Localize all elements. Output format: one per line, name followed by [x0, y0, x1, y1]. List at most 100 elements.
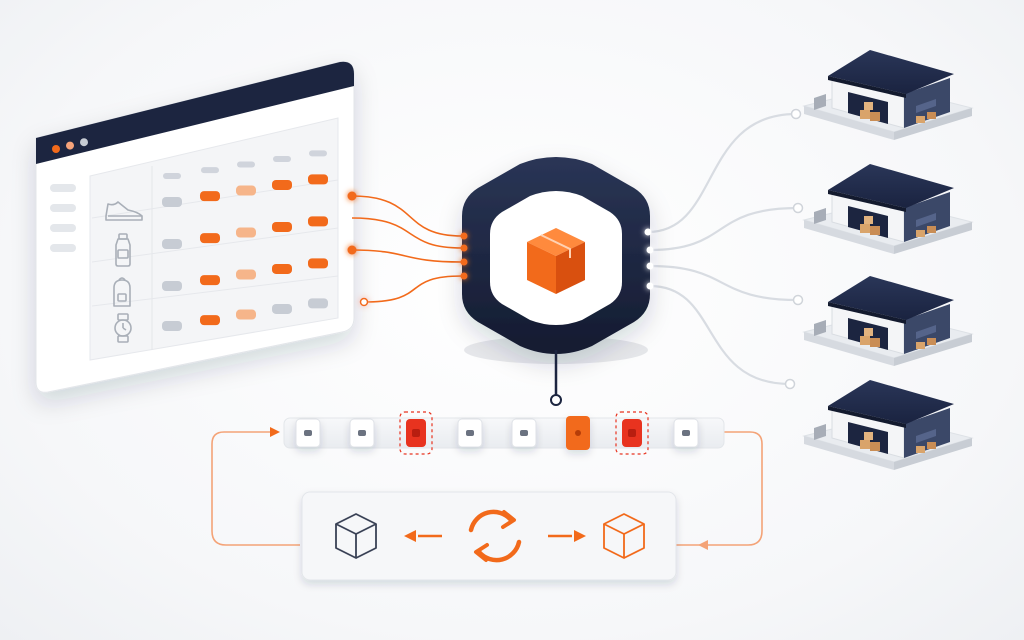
window-controls [52, 138, 88, 153]
loop-arrow-icon [270, 427, 280, 437]
package-box-icon [527, 228, 585, 294]
warehouse-roof [828, 380, 954, 424]
catalog-cell [272, 263, 292, 274]
cargo-box [927, 112, 936, 119]
catalog-cell [236, 185, 256, 196]
cargo-box [860, 336, 870, 345]
warehouse-ports [784, 108, 804, 390]
queue-block-mark [682, 430, 690, 436]
cargo-box [916, 116, 925, 123]
catalog-cell [308, 174, 328, 185]
cargo-box [870, 112, 880, 121]
queue-block-mark [304, 430, 312, 436]
queue-block-mark [575, 430, 581, 436]
sidebar-line [50, 184, 76, 192]
catalog-cell [162, 239, 182, 249]
dock-block [814, 320, 826, 336]
port-dot [644, 228, 652, 236]
cargo-box [870, 226, 880, 235]
warehouse-connectors [647, 112, 799, 386]
cargo-box [927, 226, 936, 233]
cargo-box [864, 216, 873, 224]
catalog-cell [200, 315, 220, 326]
cargo-box [927, 338, 936, 345]
cargo-box [916, 446, 925, 453]
queue-item-flagged [399, 411, 433, 455]
loop-arrow-icon [698, 540, 708, 550]
queue-block-mark [412, 429, 420, 437]
connector-line [351, 195, 463, 237]
queue-item-normal [349, 418, 375, 448]
cargo-box [860, 110, 870, 119]
warehouse-roof-edge [828, 76, 906, 98]
queue-block-mark [520, 430, 528, 436]
header-cell [309, 150, 327, 157]
warehouse-roof [828, 164, 954, 208]
warehouse-icon [802, 276, 974, 366]
connector-line [649, 206, 799, 252]
flag-outline [615, 411, 649, 455]
window-dot [80, 138, 88, 147]
cargo-box [870, 338, 880, 347]
warehouse-window [916, 99, 936, 113]
port-dot [347, 191, 357, 201]
bottle-icon [115, 233, 131, 267]
port-dot [347, 245, 357, 255]
cargo-box [860, 224, 870, 233]
connector-line [363, 275, 463, 303]
loop-line-right [674, 431, 763, 546]
sidebar-line [50, 244, 76, 252]
sidebar-line [50, 204, 76, 212]
header-cell [273, 155, 291, 162]
cargo-box [864, 432, 873, 440]
loop-line-left [211, 431, 300, 546]
catalog-cell [200, 233, 220, 244]
warehouse-roof-edge [828, 302, 906, 324]
catalog-cell [272, 221, 292, 232]
port-dot [792, 294, 804, 306]
port-dot [646, 282, 654, 290]
warehouse-icon [802, 380, 974, 470]
sync-loop [211, 431, 763, 546]
warehouses [802, 50, 974, 470]
header-cell [201, 167, 219, 174]
warehouse-base-side [804, 332, 894, 366]
warehouse-window [916, 325, 936, 339]
hub-ports-right [644, 228, 654, 290]
cargo-box [864, 102, 873, 110]
queue-item-flagged [615, 411, 649, 455]
warehouse-base-side [894, 108, 972, 140]
watch-icon [114, 313, 132, 343]
window-dot [52, 145, 60, 153]
cargo-box [860, 440, 870, 449]
backpack-icon [113, 277, 131, 307]
warehouse-window [916, 213, 936, 227]
cargo-box [864, 328, 873, 336]
queue-items [295, 411, 699, 455]
window-dot [66, 141, 74, 150]
catalog-cell [308, 258, 328, 269]
queue-item-normal [457, 418, 483, 448]
warehouse-base-side [804, 106, 894, 140]
warehouse-roof-edge [828, 406, 906, 428]
catalog-connectors [351, 195, 463, 303]
box-outline-orange-icon [603, 513, 645, 559]
catalog-titlebar [36, 61, 354, 164]
hub-ports-left [460, 232, 468, 280]
warehouse-base-side [804, 220, 894, 254]
catalog-cell [308, 216, 328, 227]
connector-line [649, 264, 799, 302]
queue-item-normal [295, 418, 321, 448]
warehouse-roof-edge [828, 190, 906, 212]
dock-block [814, 424, 826, 440]
sidebar-line [50, 224, 76, 232]
flag-outline [399, 411, 433, 455]
port-dot [359, 297, 369, 307]
catalog-cell [236, 227, 256, 238]
catalog-cell [200, 275, 220, 286]
connector-line [351, 217, 463, 249]
connector-line [649, 284, 791, 386]
cargo-box [916, 230, 925, 237]
port-dot [460, 272, 468, 280]
